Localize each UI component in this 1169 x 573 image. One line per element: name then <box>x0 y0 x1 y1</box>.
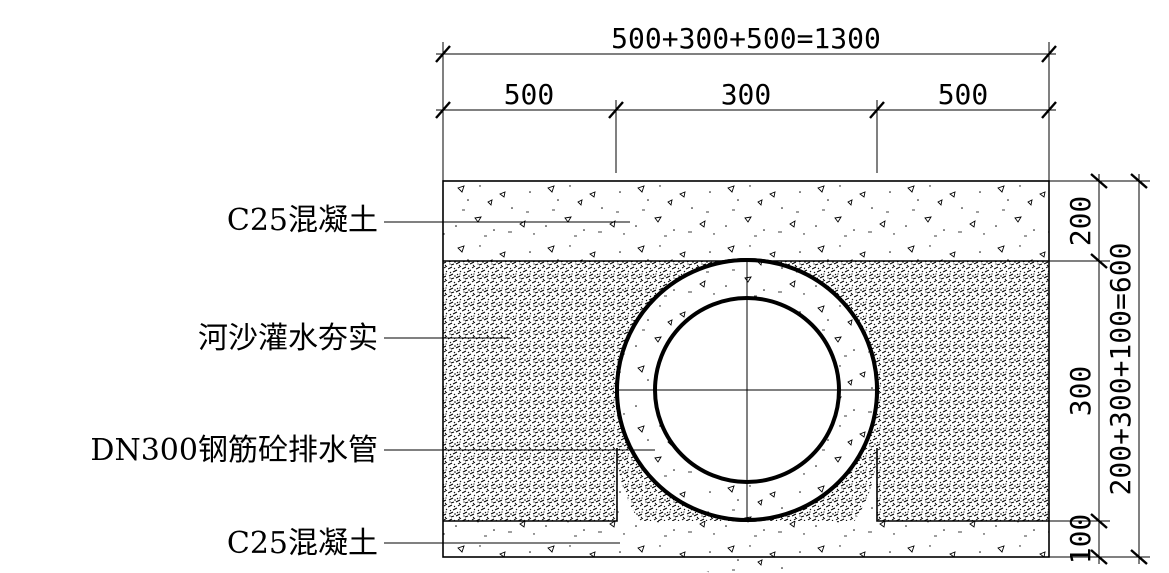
dim-tick <box>1090 513 1108 529</box>
pipe-label: DN300钢筋砼排水管 <box>90 433 378 468</box>
dim-tick <box>435 101 451 119</box>
overall-height-label: 200+300+100=600 <box>1104 243 1137 496</box>
top-layer-height-label: 200 <box>1064 196 1097 247</box>
dim-tick <box>1090 173 1108 189</box>
overall-width-label: 500+300+500=1300 <box>611 22 881 55</box>
bottom-concrete-label: C25混凝土 <box>227 526 378 561</box>
dim-tick <box>1041 101 1057 119</box>
right-width-label: 500 <box>938 78 989 111</box>
top-dimensions: 500+300+500=1300 500 300 500 <box>435 22 1057 181</box>
dim-tick <box>1041 45 1057 63</box>
bedding-outline <box>443 448 1049 522</box>
bottom-layer-height-label: 100 <box>1064 514 1097 565</box>
dim-tick <box>869 101 885 119</box>
left-width-label: 500 <box>504 78 555 111</box>
middle-layer-height-label: 300 <box>1064 366 1097 417</box>
sand-fill-label: 河沙灌水夯实 <box>198 321 378 356</box>
right-dimensions: 200 300 100 200+300+100=600 <box>1049 173 1150 565</box>
top-concrete-label: C25混凝土 <box>227 203 378 238</box>
leader-labels: C25混凝土 河沙灌水夯实 DN300钢筋砼排水管 C25混凝土 <box>90 203 655 561</box>
dim-tick <box>1090 549 1108 565</box>
dim-tick <box>1090 253 1108 269</box>
dim-tick <box>1130 549 1148 565</box>
section-outline <box>442 180 1050 558</box>
pipe-bedding-concrete <box>443 448 1049 573</box>
dim-tick <box>1130 173 1148 189</box>
center-width-label: 300 <box>721 78 772 111</box>
pipe <box>615 258 879 522</box>
dim-tick <box>608 101 624 119</box>
top-concrete-layer <box>443 181 1049 261</box>
dim-tick <box>435 45 451 63</box>
